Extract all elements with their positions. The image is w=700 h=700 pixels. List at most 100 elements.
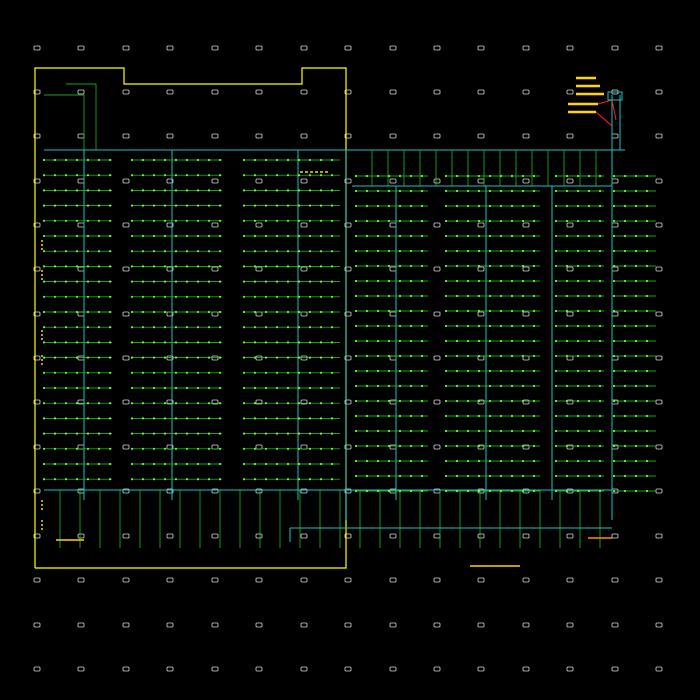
sprinkler-head: [152, 310, 156, 314]
sprinkler-head: [141, 356, 145, 359]
sprinkler-head: [587, 264, 591, 268]
sprinkler-head: [466, 279, 470, 283]
sprinkler-head: [598, 384, 602, 388]
sprinkler-head: [185, 326, 189, 329]
sprinkler-head: [319, 204, 323, 207]
sprinkler-head: [163, 234, 167, 238]
sprinkler-head: [645, 309, 649, 313]
sprinkler-head: [141, 174, 145, 177]
grid-marker: [389, 133, 397, 139]
sprinkler-head: [466, 249, 470, 253]
sprinkler-head: [565, 264, 569, 268]
sprinkler-head: [510, 279, 514, 283]
sprinkler-head: [623, 219, 627, 223]
sprinkler-head: [108, 204, 112, 207]
sprinkler-head: [565, 249, 569, 253]
sprinkler-head: [376, 429, 380, 433]
grid-marker: [566, 178, 574, 184]
sprinkler-head: [477, 429, 481, 433]
sprinkler-head: [108, 402, 112, 405]
sprinkler-head: [444, 219, 448, 223]
sprinkler-head: [565, 294, 569, 298]
sprinkler-head: [488, 429, 492, 433]
grid-marker: [255, 399, 263, 405]
grid-marker: [433, 577, 441, 583]
grid-marker: [300, 577, 308, 583]
grid-marker: [611, 266, 619, 272]
sprinkler-head: [297, 432, 301, 435]
sprinkler-head: [75, 417, 79, 420]
sprinkler-head: [623, 354, 627, 358]
sprinkler-head: [264, 326, 268, 329]
sprinkler-head: [409, 429, 413, 433]
sprinkler-head: [466, 369, 470, 373]
sprinkler-head: [319, 417, 323, 420]
sprinkler-head: [365, 324, 369, 328]
sprinkler-head: [264, 265, 268, 268]
grid-marker: [211, 45, 219, 51]
sprinkler-head: [130, 250, 134, 253]
sprinkler-head: [477, 414, 481, 418]
sprinkler-head: [275, 204, 279, 207]
sprinkler-head: [275, 341, 279, 344]
sprinkler-head: [86, 326, 90, 329]
sprinkler-head: [466, 174, 470, 178]
sprinkler-head: [264, 386, 268, 390]
sprinkler-head: [612, 234, 616, 238]
sprinkler-head: [130, 158, 134, 162]
sprinkler-head: [86, 174, 90, 177]
sprinkler-head: [207, 204, 211, 207]
sprinkler-head: [53, 265, 57, 268]
grid-marker: [166, 533, 174, 539]
grid-marker: [566, 577, 574, 583]
sprinkler-head: [398, 174, 402, 178]
sprinkler-head: [242, 356, 246, 359]
sprinkler-head: [634, 444, 638, 448]
sprinkler-head: [623, 249, 627, 253]
grid-marker: [166, 666, 174, 672]
sprinkler-head: [477, 264, 481, 268]
sprinkler-head: [108, 219, 112, 222]
sprinkler-head: [587, 309, 591, 313]
sprinkler-head: [97, 478, 101, 481]
sprinkler-head: [108, 295, 112, 298]
sprinkler-head: [97, 386, 101, 390]
sprinkler-head: [286, 219, 290, 222]
grid-marker: [122, 89, 130, 95]
sprinkler-head: [532, 444, 536, 448]
sprinkler-head: [576, 339, 580, 343]
sprinkler-head: [376, 369, 380, 373]
sprinkler-head: [174, 295, 178, 298]
grid-marker: [655, 355, 663, 361]
grid-marker: [566, 133, 574, 139]
grid-marker: [255, 666, 263, 672]
sprinkler-head: [242, 158, 246, 162]
sprinkler-head: [108, 386, 112, 390]
grid-marker: [477, 622, 485, 628]
sprinkler-head: [130, 174, 134, 177]
grid-marker: [300, 133, 308, 139]
sprinkler-head: [275, 219, 279, 222]
sprinkler-head: [576, 399, 580, 403]
sprinkler-head: [152, 158, 156, 162]
sprinkler-head: [141, 371, 145, 374]
grid-marker: [166, 133, 174, 139]
sprinkler-head: [499, 204, 503, 208]
sprinkler-head: [521, 189, 525, 193]
sprinkler-head: [376, 264, 380, 268]
sprinkler-head: [218, 174, 222, 177]
sprinkler-head: [612, 204, 616, 208]
sprinkler-head: [565, 234, 569, 238]
sprinkler-head: [444, 474, 448, 478]
sprinkler-head: [576, 324, 580, 328]
grid-marker: [77, 533, 85, 539]
sprinkler-head: [97, 326, 101, 329]
grid-marker: [611, 133, 619, 139]
sprinkler-head: [521, 324, 525, 328]
sprinkler-head: [86, 219, 90, 222]
sprinkler-head: [42, 478, 46, 481]
sprinkler-head: [75, 356, 79, 359]
sprinkler-head: [409, 309, 413, 313]
